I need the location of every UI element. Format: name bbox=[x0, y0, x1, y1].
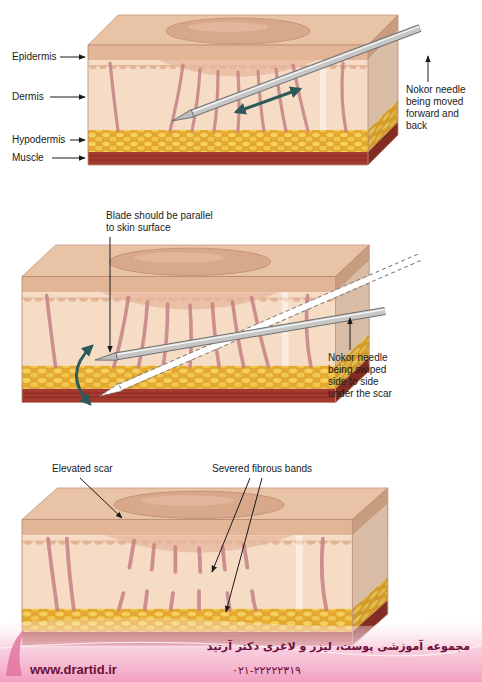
needle-highlight bbox=[192, 27, 419, 112]
leader-line bbox=[80, 478, 122, 518]
leader-line bbox=[60, 57, 85, 58]
skin-block-1 bbox=[88, 15, 398, 165]
needle-shaft bbox=[193, 28, 420, 113]
watermark-phone: ۰۲۱-۲۲۲۲۲۳۱۹ bbox=[232, 664, 352, 677]
leader-lines bbox=[80, 478, 262, 612]
leader-line bbox=[70, 140, 85, 141]
layer-label: Dermis bbox=[12, 91, 82, 103]
leader-line bbox=[226, 478, 262, 612]
watermark-logo bbox=[6, 630, 24, 676]
leader-line bbox=[110, 237, 111, 352]
layer-label: Muscle bbox=[12, 152, 82, 164]
ghost-blade bbox=[100, 384, 122, 397]
needle-shaft bbox=[117, 311, 385, 356]
motion-arrow bbox=[236, 89, 300, 112]
swipe-arrow bbox=[76, 346, 92, 404]
leader-line bbox=[212, 478, 250, 572]
leader-line bbox=[50, 97, 85, 98]
needle-outline bbox=[117, 311, 385, 356]
watermark-title: مجموعه آموزشی پوست، لیزر و لاغری دکتر آر… bbox=[150, 640, 470, 653]
severed-bands bbox=[48, 538, 326, 609]
callout-note: Blade should be parallel to skin surface bbox=[106, 210, 218, 234]
needle-blade bbox=[95, 352, 117, 360]
callout-label: Elevated scar bbox=[52, 463, 142, 475]
needle-highlight bbox=[116, 309, 384, 354]
skin-block bbox=[88, 15, 398, 165]
layer-label: Epidermis bbox=[12, 51, 82, 63]
watermark-band bbox=[0, 617, 482, 682]
leader-lines bbox=[110, 237, 350, 352]
callout-note: Nokor needle being swiped side to side u… bbox=[328, 352, 400, 400]
callout-label: Severed fibrous bands bbox=[212, 463, 352, 475]
needle-outline bbox=[193, 28, 420, 113]
leader-lines bbox=[50, 56, 428, 158]
needle-blade bbox=[172, 110, 194, 121]
watermark-url: www.drartid.ir bbox=[30, 662, 160, 678]
leader-line bbox=[350, 318, 351, 350]
nokor-needle bbox=[172, 27, 420, 121]
leader-line bbox=[52, 158, 85, 159]
leader-line bbox=[428, 56, 429, 82]
needle-ghost bbox=[100, 257, 420, 396]
layer-label: Hypodermis bbox=[12, 134, 82, 146]
callout-note: Nokor needle being moved forward and bac… bbox=[406, 84, 482, 132]
